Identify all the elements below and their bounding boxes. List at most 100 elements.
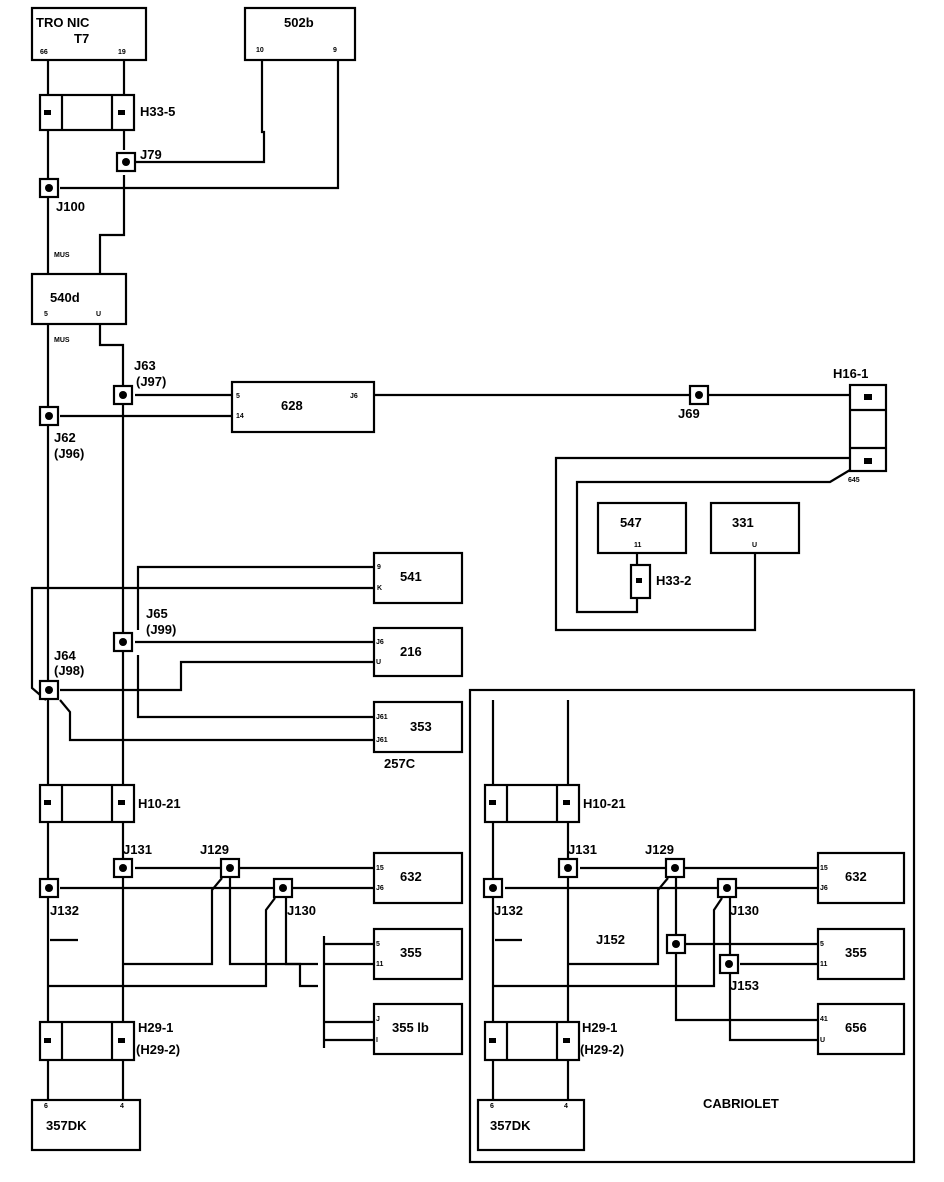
pin-label: 66 <box>40 49 48 56</box>
block-628: 628 5 14 J6 <box>230 380 376 434</box>
wire-tag: MUS <box>54 337 70 344</box>
connector-h33-2: H33-2 <box>629 563 691 600</box>
block-540d: 540d 5 U MUS MUS <box>30 252 128 344</box>
block-353: 353 J61 J61 257C <box>372 700 464 771</box>
pin-label: I <box>376 1037 378 1044</box>
connector-h10-21: H10-21 <box>38 783 181 824</box>
pin-label: U <box>752 542 757 549</box>
junction-j62: J62 (J96) <box>38 405 84 461</box>
junction-j65: J65 (J99) <box>112 606 176 653</box>
pin-label: U <box>96 311 101 318</box>
connector-label: H10-21 <box>138 796 181 811</box>
connector-h33-5: H33-5 <box>38 93 175 132</box>
junction-j63: J63 (J97) <box>112 358 166 406</box>
pin-label: 19 <box>118 49 126 56</box>
cabriolet-label: CABRIOLET <box>703 1096 779 1111</box>
pin-label: 4 <box>564 1103 568 1110</box>
junction-label: (J98) <box>54 663 84 678</box>
pin-label: 645 <box>848 477 860 484</box>
pin-label: 5 <box>236 393 240 400</box>
pin-label: J61 <box>376 737 388 744</box>
block-541: 541 9 K <box>372 551 464 605</box>
junction-j153-cabriolet: J153 <box>718 953 759 993</box>
junction-label: J62 <box>54 430 76 445</box>
block-label: 355 lb <box>392 1020 429 1035</box>
block-label: 353 <box>410 719 432 734</box>
block-label: 357DK <box>46 1118 87 1133</box>
connector-label: H33-2 <box>656 573 691 588</box>
block-502b: 502b 10 9 <box>243 6 357 62</box>
junction-j69: J69 <box>678 384 710 421</box>
wires-left <box>30 60 851 1100</box>
pin-label: 11 <box>634 542 642 549</box>
connector-label: H33-5 <box>140 104 175 119</box>
pin-label: 11 <box>820 961 828 968</box>
block-label: 632 <box>400 869 422 884</box>
junction-j129-cabriolet: J129 <box>645 842 686 879</box>
block-547: 547 11 <box>596 501 688 555</box>
pin-label: K <box>377 585 382 592</box>
connector-h10-21-cabriolet: H10-21 <box>483 783 626 824</box>
block-label: 216 <box>400 644 422 659</box>
block-label: 331 <box>732 515 754 530</box>
block-label: 541 <box>400 569 422 584</box>
connector-label: H16-1 <box>833 366 868 381</box>
connector-h29-1: H29-1 (H29-2) <box>38 1020 180 1062</box>
connector-label: H10-21 <box>583 796 626 811</box>
block-355lb: 355 lb J I <box>372 1002 464 1056</box>
pin-label: J6 <box>376 885 384 892</box>
pin-label: 10 <box>256 47 264 54</box>
block-label: 547 <box>620 515 642 530</box>
tronic-line2: T7 <box>74 31 89 46</box>
block-label: 632 <box>845 869 867 884</box>
connector-h16-1: H16-1 645 <box>833 366 888 484</box>
pin-label: 14 <box>236 413 244 420</box>
junction-j64: J64 (J98) <box>38 648 84 701</box>
junction-j130: J130 <box>272 877 316 918</box>
cabriolet-frame <box>468 688 916 1164</box>
block-357dk-cabriolet: 357DK 6 4 <box>476 1098 586 1152</box>
block-sublabel: 257C <box>384 756 416 771</box>
pin-label: J61 <box>376 714 388 721</box>
junction-label: J131 <box>123 842 152 857</box>
junction-j131-cabriolet: J131 <box>557 842 597 879</box>
block-357dk: 357DK 6 4 <box>30 1098 142 1152</box>
junction-j132-cabriolet: J132 <box>482 877 523 918</box>
junction-label: J130 <box>287 903 316 918</box>
wires-cabriolet <box>491 700 818 1100</box>
block-label: 628 <box>281 398 303 413</box>
junction-label: J65 <box>146 606 168 621</box>
junction-label: (J99) <box>146 622 176 637</box>
connector-label: (H29-2) <box>136 1042 180 1057</box>
junction-label: J129 <box>200 842 229 857</box>
block-label: 540d <box>50 290 80 305</box>
pin-label: 6 <box>44 1103 48 1110</box>
block-656-cabriolet: 656 41 U <box>816 1002 906 1056</box>
pin-label: 4 <box>120 1103 124 1110</box>
block-label: 502b <box>284 15 314 30</box>
block-label: 656 <box>845 1020 867 1035</box>
junction-j100: J100 <box>38 177 85 214</box>
connector-label: (H29-2) <box>580 1042 624 1057</box>
pin-label: J6 <box>820 885 828 892</box>
block-216: 216 J6 U <box>372 626 464 678</box>
connector-label: H29-1 <box>582 1020 617 1035</box>
tronic-line1: TRO NIC <box>36 15 90 30</box>
block-label: 357DK <box>490 1118 531 1133</box>
pin-label: J6 <box>350 393 358 400</box>
pin-label: U <box>376 659 381 666</box>
wire-tag: MUS <box>54 252 70 259</box>
block-tronic: TRO NIC T7 66 19 <box>30 6 148 62</box>
pin-label: 15 <box>820 865 828 872</box>
pin-label: U <box>820 1037 825 1044</box>
pin-label: 15 <box>376 865 384 872</box>
block-label: 355 <box>845 945 867 960</box>
pin-label: J <box>376 1016 380 1023</box>
junction-label: J129 <box>645 842 674 857</box>
block-632: 632 15 J6 <box>372 851 464 905</box>
junction-j152-cabriolet: J152 <box>596 932 687 955</box>
junction-j130-cabriolet: J130 <box>716 877 759 918</box>
block-331: 331 U <box>709 501 801 555</box>
